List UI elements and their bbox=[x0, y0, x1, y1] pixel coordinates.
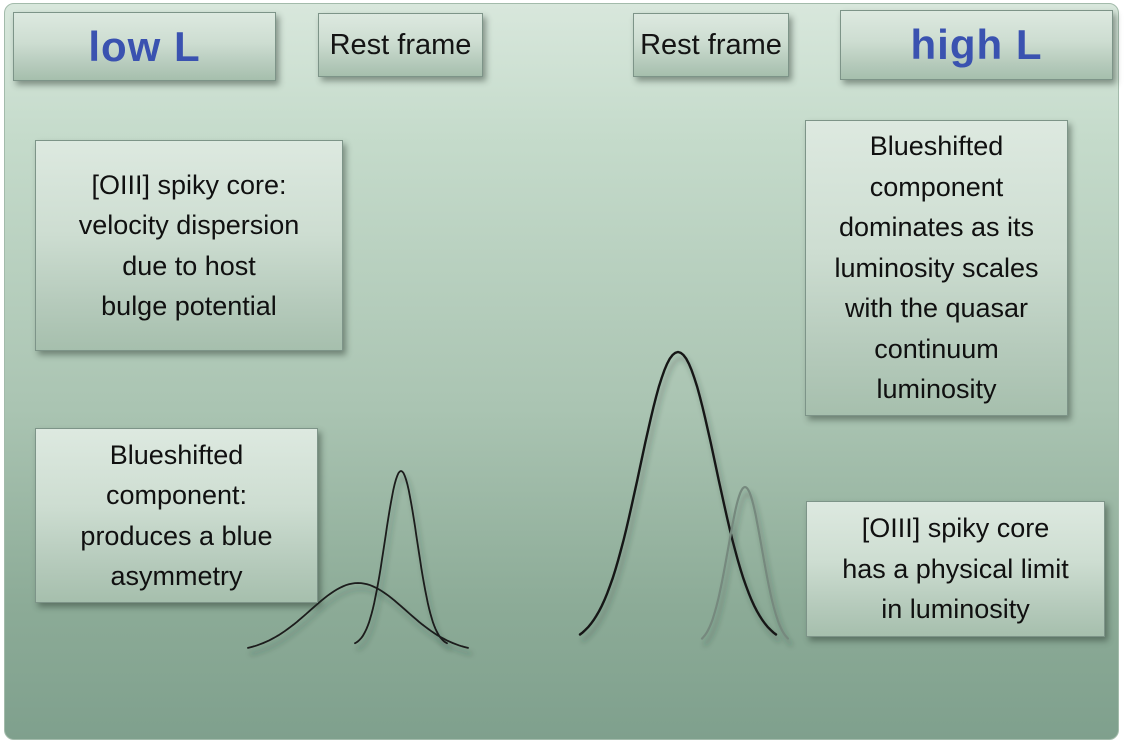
high-l-header-box: high L bbox=[840, 10, 1113, 80]
rest-frame-left-label: Rest frame bbox=[329, 28, 472, 61]
callout-right-top-box: Blueshifted component dominates as its l… bbox=[805, 120, 1068, 416]
rest-frame-left-box: Rest frame bbox=[318, 13, 483, 77]
callout-left-bottom-text: Blueshifted component: produces a blue a… bbox=[80, 439, 273, 592]
callout-right-bottom-text: [OIII] spiky core has a physical limit i… bbox=[842, 513, 1069, 625]
high-l-label: high L bbox=[910, 21, 1043, 68]
callout-right-bottom-box: [OIII] spiky core has a physical limit i… bbox=[806, 501, 1105, 637]
rest-frame-right-label: Rest frame bbox=[640, 28, 782, 61]
callout-left-top-box: [OIII] spiky core: velocity dispersion d… bbox=[35, 140, 343, 351]
callout-left-top-text: [OIII] spiky core: velocity dispersion d… bbox=[78, 169, 300, 322]
callout-right-top-text: Blueshifted component dominates as its l… bbox=[834, 131, 1039, 405]
low-l-label: low L bbox=[88, 22, 201, 70]
callout-left-bottom-box: Blueshifted component: produces a blue a… bbox=[35, 428, 318, 603]
low-l-header-box: low L bbox=[13, 12, 276, 81]
rest-frame-right-box: Rest frame bbox=[633, 13, 789, 77]
